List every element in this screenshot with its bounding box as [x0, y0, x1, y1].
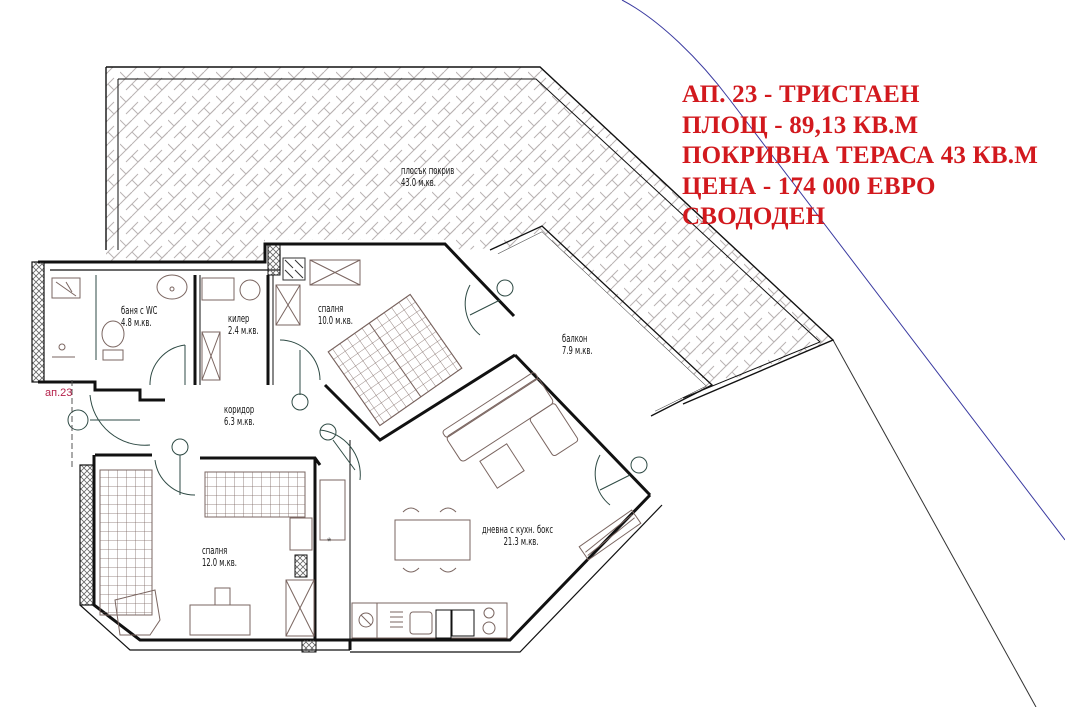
walls [31, 242, 663, 653]
room-name: коридор [224, 404, 255, 416]
apartment-info-block: АП. 23 - ТРИСТАЕН ПЛОЩ - 89,13 КВ.М ПОКР… [682, 80, 1038, 233]
doors [67, 279, 648, 506]
room-label-storage: килер 2.4 м.кв. [228, 313, 259, 337]
room-area: 21.3 м.кв. [503, 536, 539, 548]
room-area: 10.0 м.кв. [318, 315, 353, 327]
plot-boundary [621, 0, 1065, 707]
room-name: плосък покрив [401, 165, 455, 177]
room-label-living-kitchen: дневна с кухн. бокс 21.3 м.кв. [482, 524, 553, 548]
roof-terrace [105, 66, 835, 417]
room-area: 12.0 м.кв. [202, 557, 237, 569]
room-area: 43.0 м.кв. [401, 177, 436, 189]
room-name: килер [228, 313, 250, 325]
room-area: 4.8 м.кв. [121, 317, 152, 329]
room-name: спалня [318, 303, 344, 315]
room-area: 2.4 м.кв. [228, 325, 259, 337]
room-label-roof-terrace: плосък покрив 43.0 м.кв. [401, 165, 454, 189]
apartment-tag: ап.23 [45, 387, 73, 399]
furniture: * [51, 257, 642, 639]
columns [267, 244, 317, 653]
info-line-roof-terrace: ПОКРИВНА ТЕРАСА 43 КВ.М [682, 142, 1039, 169]
room-area: 6.3 м.кв. [224, 416, 255, 428]
room-name: спалня [202, 545, 228, 557]
room-label-bedroom-2: спалня 12.0 м.кв. [202, 545, 237, 569]
info-line-price: ЦЕНА - 174 000 ЕВРО [682, 172, 936, 200]
room-name: балкон [562, 333, 588, 345]
room-label-balcony: балкон 7.9 м.кв. [562, 333, 593, 357]
svg-text:*: * [327, 536, 332, 548]
room-label-bathroom: баня с WC 4.8 м.кв. [121, 305, 157, 329]
info-line-status: СВОДОДЕН [682, 203, 826, 230]
room-name: дневна с кухн. бокс [482, 524, 554, 536]
room-area: 7.9 м.кв. [562, 345, 593, 357]
balcony-area [490, 232, 706, 420]
room-name: баня с WC [121, 305, 158, 317]
room-label-bedroom-1: спалня 10.0 м.кв. [318, 303, 353, 327]
room-label-corridor: коридор 6.3 м.кв. [224, 404, 255, 428]
info-line-apartment: АП. 23 - ТРИСТАЕН [682, 81, 920, 108]
info-line-area: ПЛОЩ - 89,13 КВ.М [682, 111, 919, 139]
